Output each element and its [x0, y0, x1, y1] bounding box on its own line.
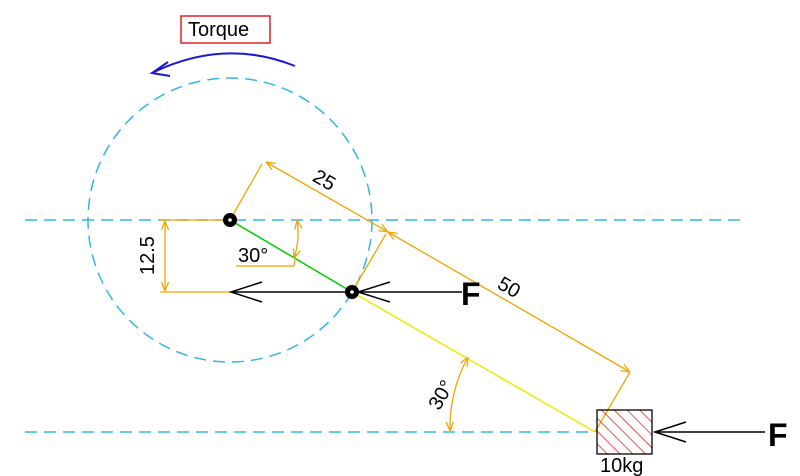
- crank-angle-label: 30°: [238, 245, 268, 267]
- offset-dimension: [160, 219, 232, 293]
- mass-force-label: F: [768, 417, 788, 453]
- offset-label: 12.5: [137, 236, 159, 275]
- torque-label: Torque: [188, 19, 249, 41]
- connecting-rod: [351, 291, 596, 433]
- rod-angle-label: 30°: [424, 377, 458, 414]
- rod-angle-dimension: [450, 357, 468, 431]
- pivot-joint-icon: [223, 213, 237, 227]
- crank-length-dimension: [229, 162, 388, 293]
- mass-label: 10kg: [600, 455, 643, 476]
- mass-block: [596, 409, 653, 455]
- mass-force-arrow: [652, 421, 765, 443]
- crank-force-label: F: [461, 276, 481, 312]
- crank-pin-joint-icon: [345, 285, 359, 299]
- crank-angle-dimension: [236, 220, 298, 267]
- torque-arrow-icon: [149, 52, 296, 77]
- rod-length-label: 50: [494, 273, 524, 303]
- torque-label-box: [180, 15, 271, 44]
- crank-length-label: 25: [309, 165, 339, 195]
- crank-arm: [229, 219, 353, 293]
